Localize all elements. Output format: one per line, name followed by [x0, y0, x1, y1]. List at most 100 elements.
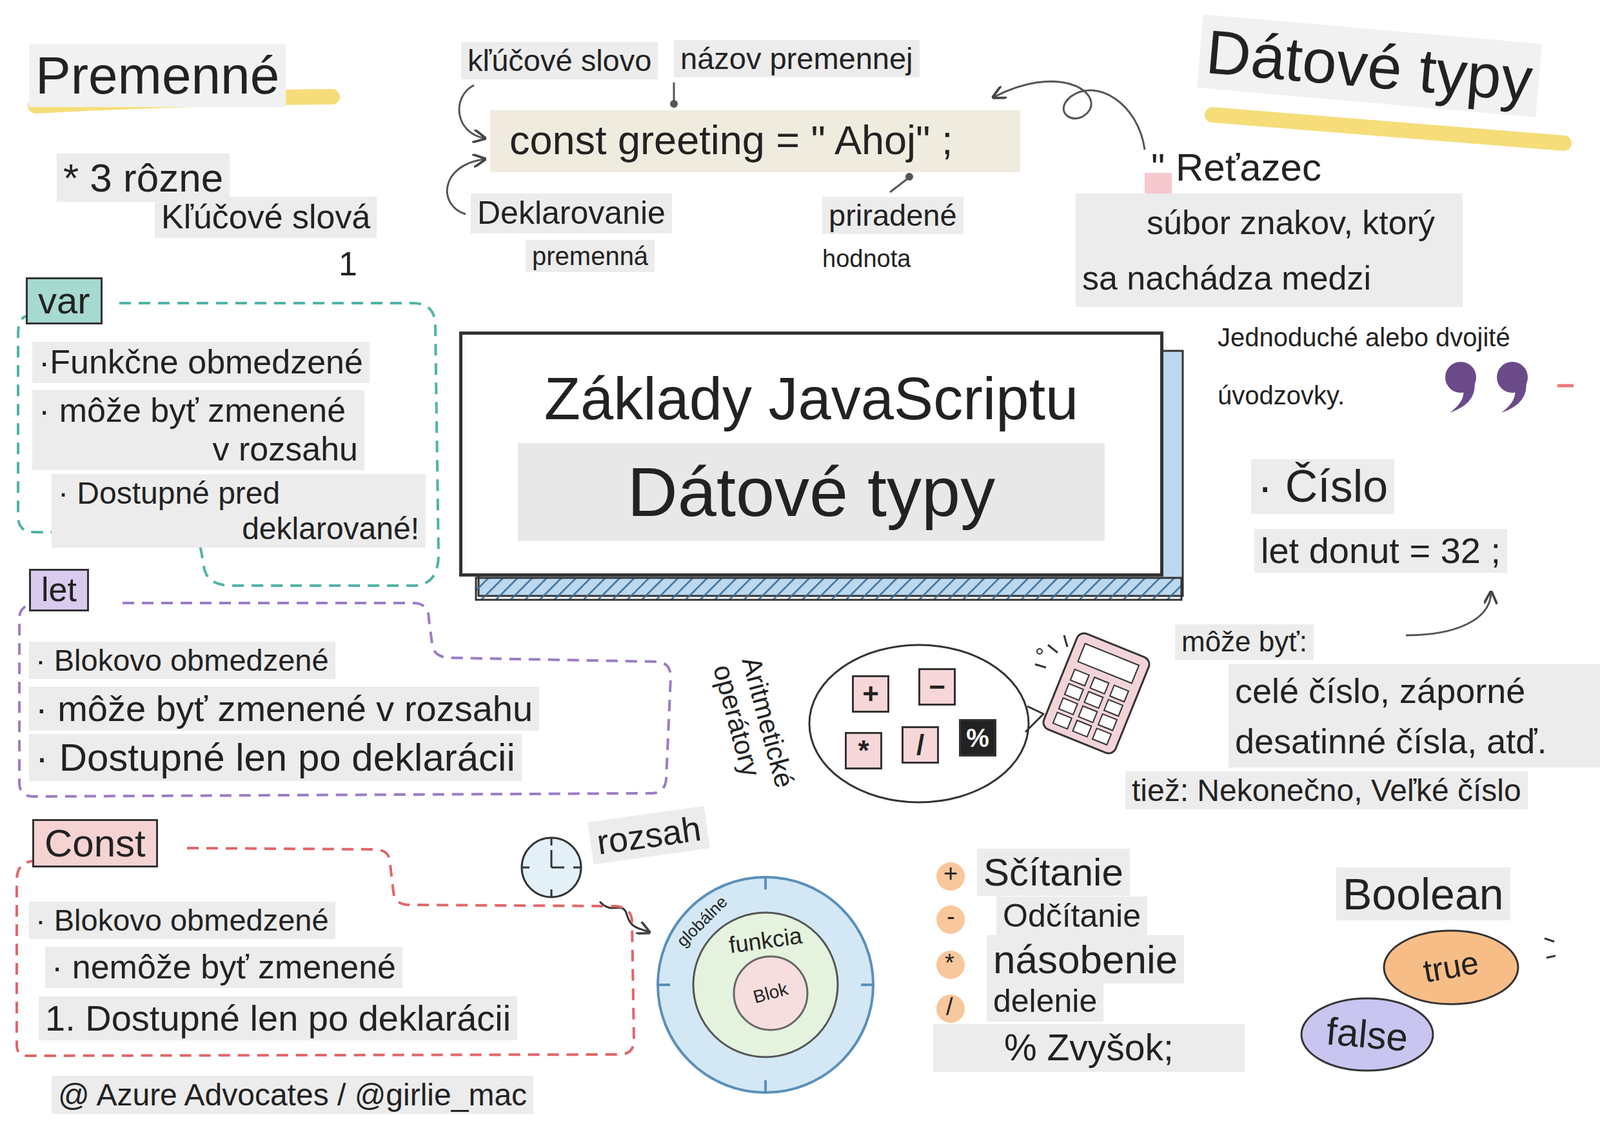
- operator-name: Sčítanie: [977, 848, 1130, 896]
- dashed-outline: [16, 848, 634, 1056]
- bullet-text: · Blokovo obmedzené: [29, 641, 336, 680]
- boolean-value: false: [1324, 1008, 1410, 1061]
- bullet-text: · nemôže byť zmenené: [45, 946, 403, 988]
- calculator-key: [1070, 669, 1090, 687]
- operator-symbol: -: [946, 902, 956, 932]
- speech-bubble: [809, 644, 1044, 803]
- note: * 3 rôzne: [56, 153, 230, 202]
- clock-hands: [521, 837, 582, 898]
- operator-key: −: [918, 668, 956, 706]
- title-hatch: [475, 577, 1182, 600]
- calculator-key: [1104, 699, 1123, 717]
- bullet-text: 1. Dostupné len po deklarácii: [38, 996, 518, 1041]
- operator-bubble: +−* /%: [806, 641, 1032, 807]
- code-box: const greeting = " Ahoj" ;: [490, 110, 1021, 173]
- scope-circle: [657, 877, 874, 1093]
- keyword-heading: var: [25, 277, 103, 325]
- title-box: Základy JavaScriptuDátové typy: [459, 331, 1164, 577]
- calculator-key: [1058, 697, 1078, 715]
- type-heading: · Číslo: [1251, 459, 1395, 514]
- annotation: kľúčové slovo: [461, 41, 658, 80]
- block-scope-circle: Blok: [731, 954, 810, 1032]
- type-heading: " Reťazec: [1151, 145, 1322, 190]
- clock-icon: [521, 837, 582, 898]
- bullet-text: · Dostupné len po deklarácii: [29, 733, 522, 781]
- sparkle-marks: [1544, 938, 1556, 958]
- let-keyword-box: let · Blokovo obmedzené · môže byť zmenené…: [12, 561, 678, 800]
- bullet-text: ·Funkčne obmedzené: [32, 341, 370, 384]
- operator-name: delenie: [986, 981, 1104, 1022]
- squiggle-arrow: [599, 901, 649, 932]
- operator-key: +: [851, 675, 890, 713]
- operator-name: násobenie: [986, 935, 1185, 984]
- quote-mark: [1501, 380, 1527, 413]
- note: Kľúčové slová: [154, 196, 377, 238]
- bullet-text: · môže byť zmenené v rozsahu: [29, 686, 540, 731]
- node-outline: [806, 641, 1032, 807]
- operator-symbol: +: [943, 859, 958, 889]
- calculator-key: [1064, 683, 1084, 701]
- code-example: let donut = 32 ;: [1254, 528, 1508, 573]
- keyword-heading: let: [29, 568, 89, 612]
- title-text: Základy JavaScriptu: [544, 365, 1079, 434]
- annotation: Deklarovanie: [470, 193, 672, 234]
- tick-marks: [657, 876, 874, 1094]
- operator-key: %: [958, 719, 997, 757]
- calculator-key: [1092, 728, 1112, 745]
- leader-dot: [670, 99, 678, 108]
- section-heading: Premenné: [29, 43, 286, 108]
- calculator-key: [1053, 712, 1072, 730]
- dash-mark: [1557, 384, 1574, 388]
- bubble-shape: [1301, 998, 1433, 1071]
- rotated-heading: Aritmetické operátory: [707, 653, 809, 832]
- leader-arrow: [459, 85, 484, 139]
- calculator-key: [1089, 677, 1109, 694]
- note: súbor znakov, ktorý sa nachádza medzi: [1075, 193, 1463, 307]
- calculator-key: [1078, 706, 1097, 723]
- boolean-true-bubble: true: [1382, 928, 1521, 1007]
- title-text: Dátové typy: [517, 443, 1105, 542]
- dashed-outline: [19, 602, 671, 797]
- annotation: priradené: [822, 196, 964, 235]
- operator-symbol: /: [946, 993, 954, 1022]
- calculator-key: [1084, 691, 1103, 709]
- const-keyword-box: Const · Blokovo obmedzené · nemôže byť zme…: [12, 809, 642, 1061]
- dashed-outline: [18, 303, 439, 586]
- code-text: const greeting = " Ahoj" ;: [509, 116, 953, 164]
- note: Jednoduché alebo dvojité úvodzovky.: [1217, 308, 1579, 425]
- calculator-key: [1072, 720, 1092, 738]
- highlight-bar: [1212, 114, 1564, 144]
- type-heading: Boolean: [1336, 867, 1511, 921]
- bullet-text: · môže byť zmenené v rozsahu: [32, 390, 365, 471]
- note: 1: [338, 245, 358, 284]
- calculator-body: [1040, 630, 1152, 756]
- leader-line: [889, 179, 907, 193]
- operator-key: /: [901, 726, 939, 764]
- annotation: premenná: [525, 239, 655, 273]
- function-scope-ring: funkciaBlok: [691, 910, 840, 1059]
- calculator-key: [1109, 684, 1129, 702]
- operator-name: Odčítanie: [996, 896, 1148, 937]
- annotation: názov premennej: [673, 39, 920, 78]
- note: rozsah: [587, 806, 711, 865]
- spark-dot: [1037, 648, 1043, 654]
- var-keyword-box: var ·Funkčne obmedzené · môže byť zmenené …: [12, 277, 445, 594]
- operator-name: % Zvyšok;: [933, 1024, 1245, 1072]
- scope-circle: [733, 956, 808, 1030]
- calculator-icon: [1040, 630, 1152, 756]
- operator-symbol: *: [944, 949, 955, 978]
- section-heading: Dátové typy: [1196, 14, 1542, 118]
- leader-dot: [905, 172, 914, 181]
- spark-lines: [1035, 635, 1068, 668]
- bullet-text: · Blokovo obmedzené: [29, 901, 336, 939]
- bullet-text: · Dostupné pred deklarované!: [51, 474, 426, 548]
- boolean-false-bubble: false: [1299, 996, 1435, 1073]
- global-scope-ring: globálnefunkciaBlok: [655, 875, 876, 1095]
- scope-circle: [693, 912, 838, 1057]
- calculator-key: [1098, 713, 1117, 731]
- keyword-heading: Const: [32, 819, 159, 868]
- leader-arrow: [1405, 593, 1492, 636]
- annotation: hodnota: [822, 245, 911, 274]
- note: tiež: Nekonečno, Veľké číslo: [1125, 771, 1528, 810]
- operator-key: *: [844, 731, 883, 770]
